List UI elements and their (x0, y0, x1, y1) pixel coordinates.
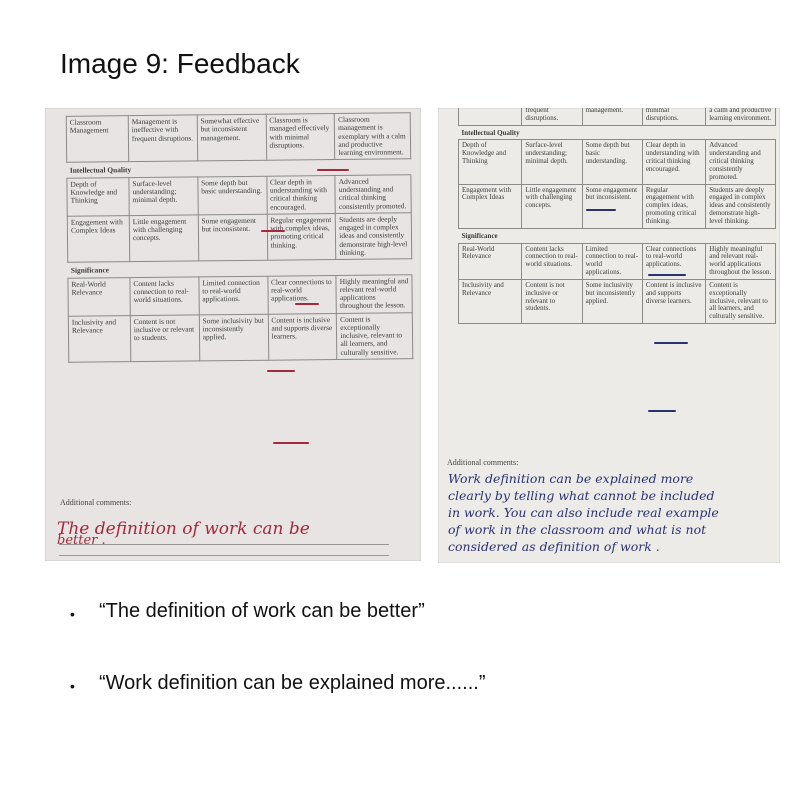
rubric-cell: Students are deeply engaged in complex i… (705, 183, 776, 229)
rubric-cell: Clear connections to real-world applicat… (641, 242, 707, 280)
rubric-cell: Some depth but basic understanding. (581, 139, 643, 185)
reviewer-underline-mark (648, 410, 676, 412)
rubric-cell: Somewhat effective but inconsistent mana… (196, 114, 267, 162)
rubric-cell: Content is inclusive and supports divers… (641, 278, 707, 325)
rubric-cell: Clear depth in understanding with critic… (641, 139, 707, 185)
rubric-cell: Highly meaningful and relevant real-worl… (336, 274, 413, 314)
rubric-cell: Regular engagement with complex ideas, p… (641, 183, 707, 229)
rubric-table-right: frequent disruptions.management.minimal … (457, 108, 776, 325)
rubric-cell: Advanced understanding and critical thin… (335, 174, 412, 214)
bullet-quote: “The definition of work can be better” (99, 600, 425, 622)
rubric-cell: Some inclusivity but inconsistently appl… (199, 313, 269, 361)
rubric-criterion: Inclusivity and Relevance (68, 315, 131, 363)
rubric-criterion: Depth of Knowledge and Thinking (66, 177, 130, 217)
comments-label: Additional comments: (60, 498, 132, 507)
bullet-quote: “Work definition can be explained more..… (99, 672, 486, 694)
rubric-cell: Management is ineffective with frequent … (128, 114, 198, 163)
handwritten-comment-line: in work. You can also include real examp… (448, 505, 719, 520)
rubric-cell: Clear depth in understanding with critic… (266, 175, 336, 215)
rubric-cell: Content is exceptionally inclusive, rele… (336, 312, 413, 360)
rubric-cell: Content lacks connection to real-world s… (521, 242, 583, 280)
rubric-cell: Students are deeply engaged in complex i… (335, 212, 412, 260)
rubric-criterion: Depth of Knowledge and Thinking (457, 139, 523, 185)
rubric-row: frequent disruptions.management.minimal … (457, 108, 776, 126)
rubric-cell: a calm and productive learning environme… (705, 108, 776, 126)
rubric-section-label: Significance (458, 227, 776, 244)
reviewer-underline-mark (295, 303, 319, 305)
handwritten-comment-line: of work in the classroom and what is not (448, 522, 707, 537)
rubric-criterion: Real-World Relevance (67, 277, 131, 316)
rubric-cell: Classroom management is exemplary with a… (334, 112, 411, 160)
rubric-cell: management. (581, 108, 643, 126)
rubric-cell: Little engagement with challenging conce… (521, 183, 583, 229)
rubric-cell: Highly meaningful and relevant real-worl… (705, 242, 776, 280)
handwritten-comment-line: better . (57, 533, 106, 548)
rubric-cell: Surface-level understanding; minimal dep… (521, 139, 583, 185)
reviewer-underline-mark (261, 230, 285, 232)
rubric-cell: Little engagement with challenging conce… (129, 214, 199, 262)
rubric-criterion: Engagement with Complex Ideas (457, 183, 523, 229)
handwritten-comment-line: Work definition can be explained more (448, 471, 694, 486)
rubric-cell: frequent disruptions. (521, 108, 583, 126)
rubric-criterion (457, 108, 523, 126)
rubric-cell: Content is not inclusive or relevant to … (521, 278, 583, 325)
rubric-criterion: Inclusivity and Relevance (457, 278, 523, 325)
feedback-photo-right: frequent disruptions.management.minimal … (438, 108, 780, 563)
comment-line (59, 544, 389, 545)
reviewer-underline-mark (586, 209, 616, 211)
rubric-cell: Some engagement but inconsistent. (581, 183, 643, 229)
rubric-cell: Some depth but basic understanding. (197, 175, 267, 215)
handwritten-comment-line: clearly by telling what cannot be includ… (448, 488, 715, 503)
rubric-cell: Advanced understanding and critical thin… (705, 139, 776, 185)
rubric-section-row: Intellectual Quality (458, 124, 776, 141)
rubric-cell: Content is exceptionally inclusive, rele… (705, 278, 776, 325)
rubric-cell: Content is inclusive and supports divers… (267, 313, 338, 361)
reviewer-underline-mark (273, 442, 309, 444)
reviewer-underline-mark (648, 274, 686, 276)
comment-line (59, 555, 389, 556)
rubric-criterion: Classroom Management (66, 115, 129, 163)
reviewer-underline-mark (317, 169, 349, 171)
reviewer-underline-mark (654, 342, 688, 344)
rubric-cell: Content lacks connection to real-world s… (129, 276, 200, 316)
rubric-cell: Regular engagement with complex ideas, p… (266, 213, 337, 261)
rubric-criterion: Engagement with Complex Ideas (67, 215, 130, 263)
handwritten-comment-line: The definition of work can be (57, 519, 310, 539)
comments-label: Additional comments: (447, 458, 519, 467)
rubric-cell: minimal disruptions. (641, 108, 707, 126)
rubric-cell: Content is not inclusive or relevant to … (130, 314, 200, 362)
rubric-cell: Some engagement but inconsistent. (197, 214, 268, 262)
rubric-cell: Limited connection to real-world applica… (581, 242, 643, 280)
rubric-cell: Clear connections to real-world applicat… (267, 274, 337, 314)
rubric-cell: Surface-level understanding; minimal dep… (128, 176, 198, 216)
reviewer-underline-mark (267, 370, 295, 372)
rubric-section-row: Significance (458, 227, 776, 244)
rubric-criterion: Real-World Relevance (457, 242, 523, 280)
bullet-marker: • (70, 606, 75, 622)
handwritten-comment-line: considered as definition of work . (448, 539, 660, 554)
rubric-cell: Classroom is managed effectively with mi… (265, 113, 335, 161)
bullet-marker: • (70, 678, 75, 694)
rubric-section-label: Intellectual Quality (458, 124, 776, 141)
rubric-cell: Some inclusivity but inconsistently appl… (581, 278, 643, 325)
rubric-cell: Limited connection to real-world applica… (198, 275, 268, 315)
slide-title: Image 9: Feedback (60, 48, 300, 79)
